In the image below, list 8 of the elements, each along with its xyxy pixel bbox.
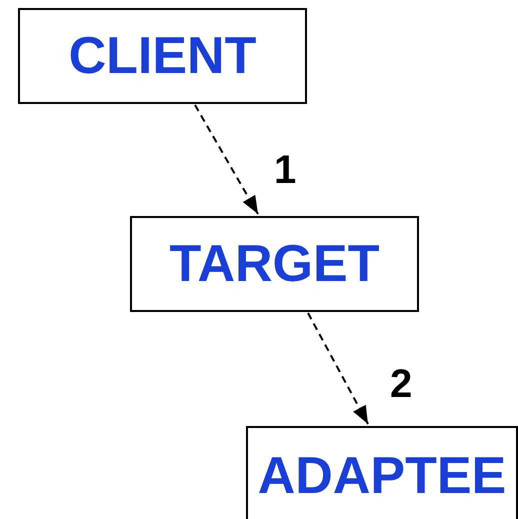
class-name: CLIENT	[68, 30, 256, 82]
dashed-arrow	[194, 104, 259, 214]
dashed-arrow	[307, 312, 369, 424]
class-box	[246, 426, 518, 519]
class-box	[130, 216, 419, 312]
class-name: TARGET	[170, 238, 380, 290]
class-name: ADAPTEE	[258, 450, 506, 502]
class-box	[18, 8, 307, 104]
